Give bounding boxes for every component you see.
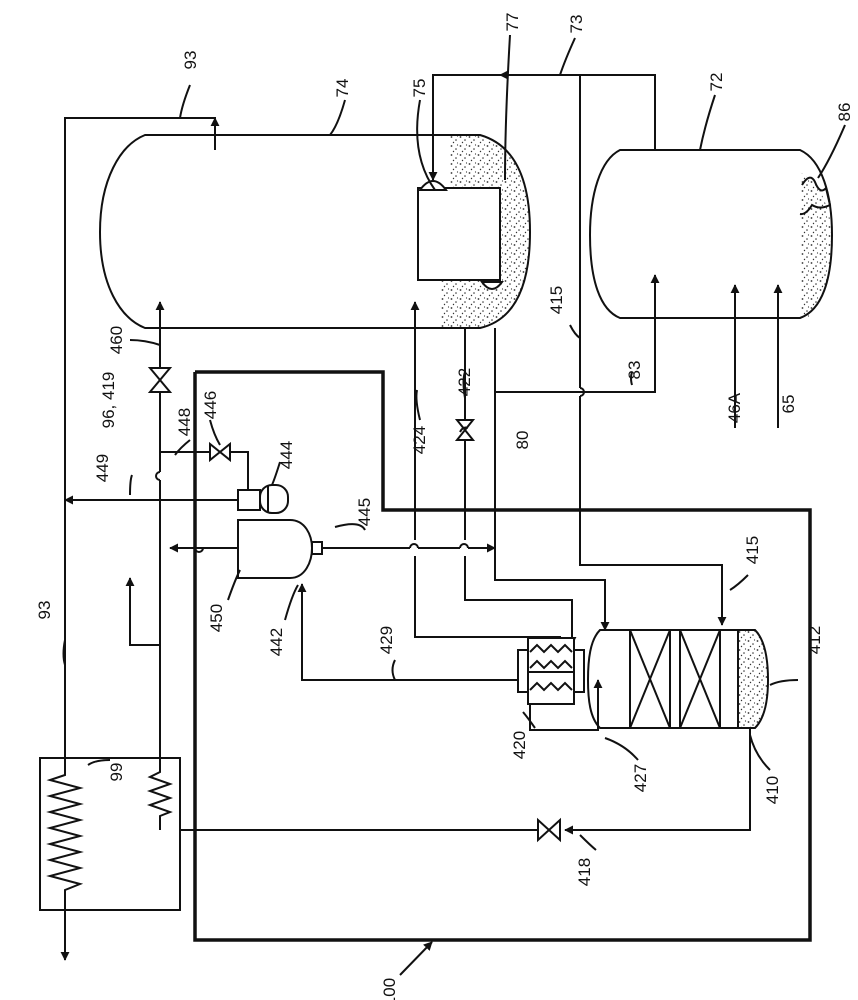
label-415-bottom: 415 [743,536,762,564]
line-418 [159,728,751,843]
label-93-side: 93 [35,601,54,620]
label-449: 449 [93,454,112,482]
line-445 [322,543,496,553]
line-424 [410,301,561,650]
label-420: 420 [510,731,529,759]
label-72: 72 [707,73,726,92]
label-460: 460 [107,326,126,354]
line-446 [200,441,249,492]
label-100: 100 [380,978,399,1000]
label-86: 86 [835,103,854,122]
valve-418 [537,817,561,843]
label-99: 99 [107,763,126,782]
label-412: 412 [805,626,824,654]
heat-exchanger-420 [517,637,585,705]
tank-72-powder [800,172,832,318]
label-74: 74 [333,79,352,98]
vessel-75-bottom-cap [480,281,504,290]
line-422 [454,328,577,646]
label-442: 442 [267,628,286,656]
column-410-powder [738,630,768,728]
tank-74 [98,134,532,329]
label-73: 73 [567,15,586,34]
line-450 [169,543,238,553]
label-65: 65 [779,395,798,414]
label-446: 446 [201,391,220,419]
label-415-top: 415 [547,286,566,314]
column-410 [586,629,770,729]
label-445: 445 [355,498,374,526]
label-424: 424 [410,426,429,454]
heat-exchanger-99 [39,757,181,911]
return-arrow [125,577,160,646]
leader-lines [62,34,846,851]
tank-74-shell [98,134,532,329]
line-429 [297,583,518,681]
column-410-shell [586,629,770,729]
label-422: 422 [455,368,474,396]
valve-96-419 [147,367,173,393]
label-450: 450 [207,604,226,632]
compressor-444 [237,484,289,514]
vessel-442 [237,519,323,579]
line-415 [579,75,727,626]
label-410: 410 [763,776,782,804]
label-83: 83 [625,361,644,380]
label-75: 75 [410,79,429,98]
boundary-100 [193,370,812,976]
label-96-419: 96, 419 [99,372,118,429]
label-80: 80 [513,431,532,450]
tank-72-shell [588,149,834,319]
label-93-top: 93 [181,51,200,70]
label-448: 448 [175,408,194,436]
label-427: 427 [631,764,650,792]
tank-72 [588,149,834,319]
vessel-75 [417,187,501,281]
line-427 [529,679,603,731]
label-418: 418 [575,858,594,886]
valve-446 [209,441,231,463]
label-46A: 46A [725,392,744,423]
line-460 [147,301,200,820]
label-429: 429 [377,626,396,654]
line-80 [494,392,610,631]
label-444: 444 [277,441,296,469]
label-77: 77 [503,13,522,32]
line-83 [494,274,660,393]
labels: 93 74 75 77 73 72 86 460 96, 419 448 446… [35,13,854,1000]
valve-422 [454,419,476,441]
